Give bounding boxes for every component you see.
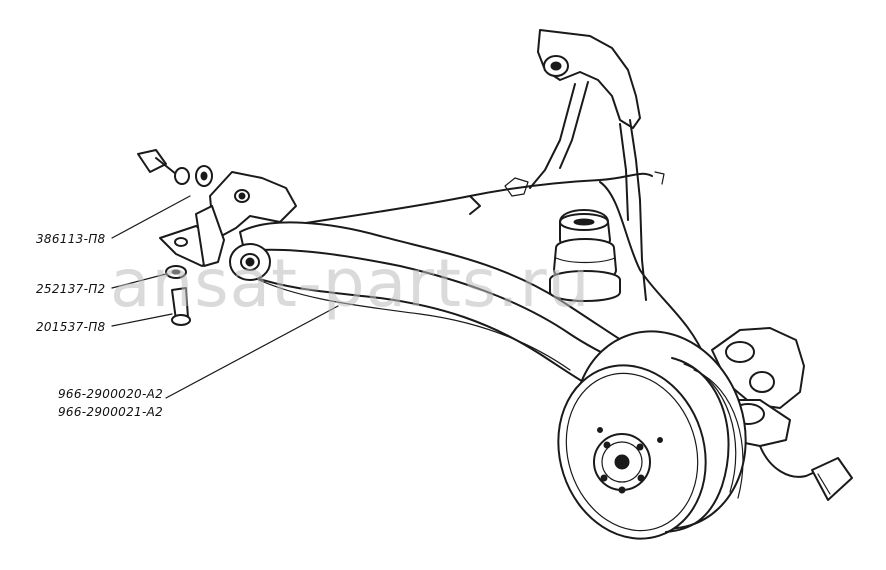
brake-line <box>249 171 707 361</box>
label-bolt-upper: 386113-П8 <box>36 232 106 246</box>
label-bolt-lower: 201537-П8 <box>36 320 106 334</box>
pivot-bracket <box>159 171 297 267</box>
fastener-bolt-upper <box>137 149 213 187</box>
leader-lines <box>111 195 339 399</box>
bump-stop <box>549 209 621 302</box>
fastener-washer <box>165 265 187 279</box>
fastener-bolt-lower <box>171 287 191 326</box>
body-mount-bracket <box>529 29 647 301</box>
label-beam-right: 966-2900021-А2 <box>58 405 163 419</box>
label-beam-left: 966-2900020-А2 <box>58 387 163 401</box>
brake-drum <box>557 330 747 540</box>
label-washer: 252137-П2 <box>36 282 106 296</box>
watermark: ansat-parts.ru <box>110 245 590 322</box>
